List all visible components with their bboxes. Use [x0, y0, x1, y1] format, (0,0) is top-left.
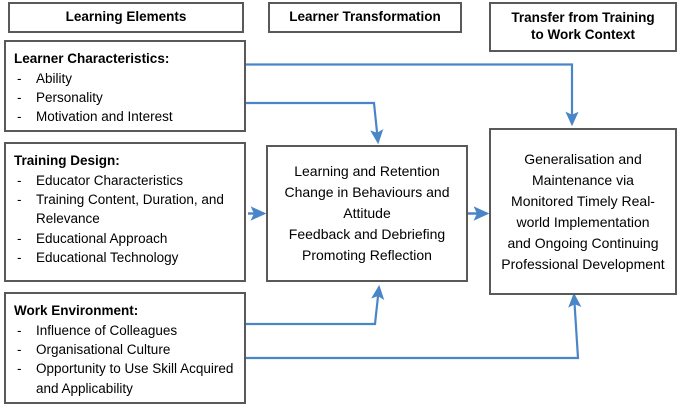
right-line-4: world Implementation	[516, 213, 650, 230]
connector-work-environment-to-transformation	[246, 284, 385, 326]
list-item-label: Influence of Colleagues	[36, 323, 178, 339]
list-item-label: Educational Approach	[36, 230, 168, 246]
center-line-1: Learning and Retention	[294, 163, 440, 179]
list-item: -Motivation and Interest	[14, 107, 236, 126]
connector-work-environment-to-transfer	[246, 292, 582, 360]
connector-learner-characteristics-to-transfer	[246, 63, 579, 127]
box-work-environment: Work Environment: -Influence of Colleagu…	[4, 292, 246, 404]
bullet-dash: -	[17, 342, 22, 358]
list-item-label: Organisational Culture	[36, 342, 171, 358]
list-item: -Organisational Culture	[14, 340, 236, 359]
training-design-list: -Educator Characteristics -Training Cont…	[14, 171, 236, 267]
right-line-2: Maintenance via	[532, 171, 634, 188]
list-item: -Ability	[14, 69, 236, 88]
bullet-dash: -	[17, 361, 22, 377]
list-item: -Opportunity to Use Skill Acquired and A…	[14, 359, 236, 397]
header-learner-transformation-label: Learner Transformation	[289, 9, 441, 25]
list-item: -Educator Characteristics	[14, 171, 236, 190]
bullet-dash: -	[17, 323, 22, 339]
bullet-dash: -	[17, 173, 22, 189]
bullet-dash: -	[17, 192, 22, 208]
bullet-dash: -	[17, 230, 22, 246]
center-line-3: Attitude	[343, 205, 391, 221]
list-item: -Educational Approach	[14, 229, 236, 248]
box-training-design: Training Design: -Educator Characteristi…	[4, 142, 246, 282]
list-item-label: Ability	[36, 71, 73, 87]
center-line-2: Change in Behaviours and	[284, 184, 450, 200]
bullet-dash: -	[17, 249, 22, 265]
header-transfer-line-2: to Work Context	[531, 27, 635, 42]
right-line-1: Generalisation and	[524, 150, 642, 167]
bullet-dash: -	[17, 109, 22, 125]
list-item-label: Motivation and Interest	[36, 109, 173, 125]
box-transfer-content: Generalisation and Maintenance via Monit…	[489, 128, 677, 295]
header-transfer-from-training: Transfer from Training to Work Context	[489, 2, 677, 52]
learner-characteristics-list: -Ability -Personality -Motivation and In…	[14, 69, 236, 126]
list-item-label: Training Content, Duration, and Relevanc…	[36, 192, 224, 227]
header-learning-elements-label: Learning Elements	[65, 9, 187, 25]
list-item-label: Opportunity to Use Skill Acquired and Ap…	[36, 361, 234, 396]
list-item-label: Educational Technology	[36, 249, 179, 265]
connector-learner-characteristics-to-transformation	[246, 101, 384, 145]
header-transfer-line-1: Transfer from Training	[511, 10, 655, 26]
learner-characteristics-title: Learner Characteristics:	[14, 51, 170, 66]
list-item: -Training Content, Duration, and Relevan…	[14, 190, 236, 228]
list-item: -Personality	[14, 88, 236, 107]
box-learner-transformation-content: Learning and Retention Change in Behavio…	[266, 145, 468, 282]
work-environment-title: Work Environment:	[14, 303, 139, 318]
bullet-dash: -	[17, 71, 22, 87]
center-line-4: Feedback and Debriefing	[288, 226, 446, 242]
header-learner-transformation: Learner Transformation	[268, 2, 462, 33]
list-item-label: Personality	[36, 90, 103, 106]
right-line-5: and Ongoing Continuing	[507, 234, 659, 251]
bullet-dash: -	[17, 90, 22, 106]
training-design-title: Training Design:	[14, 153, 120, 168]
list-item: -Influence of Colleagues	[14, 321, 236, 340]
list-item: -Educational Technology	[14, 248, 236, 267]
right-line-6: Professional Development	[501, 255, 665, 272]
right-line-3: Monitored Timely Real-	[511, 192, 655, 209]
work-environment-list: -Influence of Colleagues -Organisational…	[14, 321, 236, 398]
center-line-5: Promoting Reflection	[302, 247, 432, 263]
list-item-label: Educator Characteristics	[36, 173, 184, 189]
box-learner-characteristics: Learner Characteristics: -Ability -Perso…	[4, 40, 246, 132]
header-learning-elements: Learning Elements	[8, 2, 244, 33]
